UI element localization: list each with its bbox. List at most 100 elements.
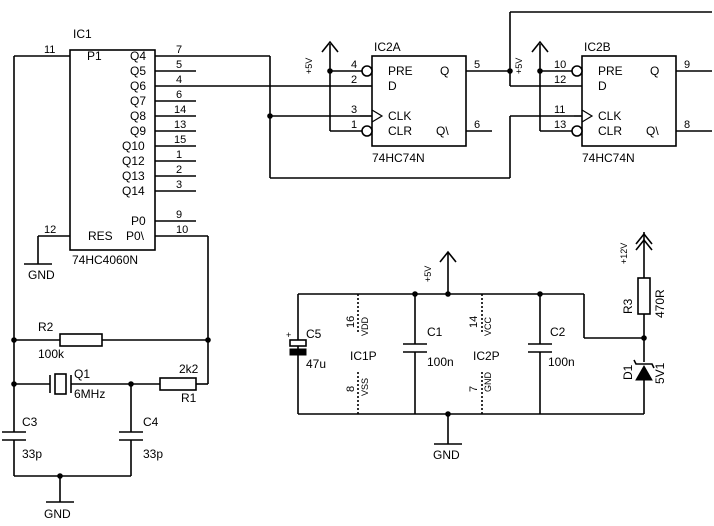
ic1-name: IC1	[73, 27, 92, 41]
ic2a-qn: Q\	[436, 124, 449, 138]
ic1-pinnum-4: 4	[176, 74, 182, 86]
ic2a-body	[371, 55, 467, 147]
ic1-pinnum-7: 7	[176, 44, 182, 56]
ic1p-vdd: VDD	[360, 316, 370, 336]
ic2b-pinnum-13: 13	[554, 119, 566, 131]
ic2a-d: D	[388, 79, 397, 93]
r2-ref: R2	[38, 320, 54, 334]
power-plus12v: +12V	[619, 243, 629, 264]
ic2b-pinnum-8: 8	[684, 119, 690, 131]
ic1-pin-q8: Q8	[130, 109, 146, 123]
ic1-pinnum-3: 3	[176, 179, 182, 191]
ic2a-q: Q	[440, 64, 449, 78]
c3-ref: C3	[22, 415, 38, 429]
ic2b-d: D	[598, 79, 607, 93]
r1-value: 2k2	[179, 362, 199, 376]
c4-value: 33p	[143, 447, 163, 461]
ic1-pin-q9: Q9	[130, 124, 146, 138]
ic1-pinnum-5: 5	[176, 59, 182, 71]
ic1-pinnum-13: 13	[174, 119, 186, 131]
gnd-label-ic1: GND	[28, 268, 55, 282]
counter-to-flipflop-wiring	[196, 56, 574, 179]
ic2b-pinnum-9: 9	[684, 59, 690, 71]
ic2p-gnd: GND	[483, 372, 493, 393]
gnd-label-power: GND	[433, 448, 460, 462]
c1-value: 100n	[427, 355, 454, 369]
ic1-pinnum-12: 12	[44, 224, 56, 236]
ic2p-name: IC2P	[473, 349, 500, 363]
q1-value: 6MHz	[74, 387, 105, 401]
ic2b-clr: CLR	[598, 124, 622, 138]
ic1-counter: IC1 74HC4060N P1 11 RES 12 Q4 Q5 Q6 Q7 Q…	[14, 27, 270, 267]
ic1-pin-q12: Q12	[122, 154, 145, 168]
c1-ref: C1	[427, 325, 443, 339]
ic1p-pinnum-8: 8	[345, 386, 357, 392]
power-supply-section: +5V + C5 47u 16 VDD IC1P 8 VSS C1 100n 1…	[286, 232, 667, 462]
c5-capacitor	[289, 339, 307, 347]
ic2a-pinnum-3: 3	[351, 104, 357, 116]
ic2a-flipflop: IC2A 74HC74N PRE D CLK CLR Q Q\ 4 2 3 1 …	[304, 40, 510, 165]
ic2a-pre: PRE	[388, 64, 413, 78]
ic2b-part: 74HC74N	[582, 151, 635, 165]
r1-ref: R1	[181, 391, 197, 405]
ic1-part: 74HC4060N	[72, 253, 138, 267]
ic1-pin-q4: Q4	[130, 49, 146, 63]
ic1-pin-res: RES	[88, 229, 113, 243]
q1-crystal	[54, 373, 67, 395]
ic2a-pinnum-2: 2	[351, 74, 357, 86]
ic1-pinnum-11: 11	[44, 44, 55, 56]
ic2b-pre-inversion	[571, 65, 583, 77]
ic1-pinnum-10: 10	[176, 224, 188, 236]
r3-resistor	[637, 277, 651, 315]
r1-resistor	[159, 377, 197, 391]
ic2b-q: Q	[650, 64, 659, 78]
ic1-pin-q6: Q6	[130, 79, 146, 93]
ic1-pinnum-6: 6	[176, 89, 182, 101]
ic1p-pinnum-16: 16	[345, 316, 357, 328]
ic2a-pinnum-5: 5	[474, 59, 480, 71]
ic2b-name: IC2B	[584, 40, 611, 54]
ic2a-name: IC2A	[374, 40, 401, 54]
ic1-pin-p0n: P0\	[126, 229, 145, 243]
ic2p-vcc: VCC	[483, 316, 493, 336]
ic2b-pinnum-11: 11	[554, 104, 565, 116]
q1-ref: Q1	[74, 367, 90, 381]
ic2a-plus5v: +5V	[304, 58, 314, 74]
d1-zener	[635, 364, 653, 381]
c5-value: 47u	[306, 357, 326, 371]
ic2a-part: 74HC74N	[372, 151, 425, 165]
ic2b-plus5v: +5V	[514, 58, 524, 74]
ic2b-body	[581, 55, 677, 147]
ic1-pin-q14: Q14	[122, 184, 145, 198]
ic1p-name: IC1P	[350, 349, 377, 363]
ic2b-pinnum-12: 12	[554, 74, 566, 86]
gnd-label-osc: GND	[44, 507, 71, 521]
ic2p-pinnum-14: 14	[468, 316, 480, 328]
ic2a-clr: CLR	[388, 124, 412, 138]
oscillator-network: R2 100k Q1 6MHz 2k2 R1 C3 33p C4 33p	[2, 56, 211, 521]
ic1-pin-q13: Q13	[122, 169, 145, 183]
c4-ref: C4	[143, 415, 159, 429]
ic2b-pinnum-10: 10	[554, 59, 566, 71]
c5-ref: C5	[306, 327, 322, 341]
r3-ref: R3	[621, 298, 635, 314]
ic1-pin-p1: P1	[87, 49, 102, 63]
ic1-pin-q10: Q10	[122, 139, 145, 153]
ic2b-pre: PRE	[598, 64, 623, 78]
r2-value: 100k	[38, 347, 65, 361]
c5-polarity: +	[286, 330, 291, 340]
d1-ref: D1	[621, 364, 635, 380]
ic1-pin-p0: P0	[131, 214, 146, 228]
r2-resistor	[59, 333, 103, 347]
ic1-pinnum-14: 14	[174, 104, 186, 116]
ic2p-pinnum-7: 7	[468, 386, 480, 392]
power-plus5v: +5V	[423, 266, 433, 282]
c3-value: 33p	[22, 447, 42, 461]
ic1-pinnum-15: 15	[174, 134, 186, 146]
ic1-pin-q5: Q5	[130, 64, 146, 78]
ic1-pin-q7: Q7	[130, 94, 146, 108]
ic1-pinnum-1: 1	[176, 149, 182, 161]
c2-value: 100n	[548, 355, 575, 369]
d1-value: 5V1	[653, 362, 667, 384]
